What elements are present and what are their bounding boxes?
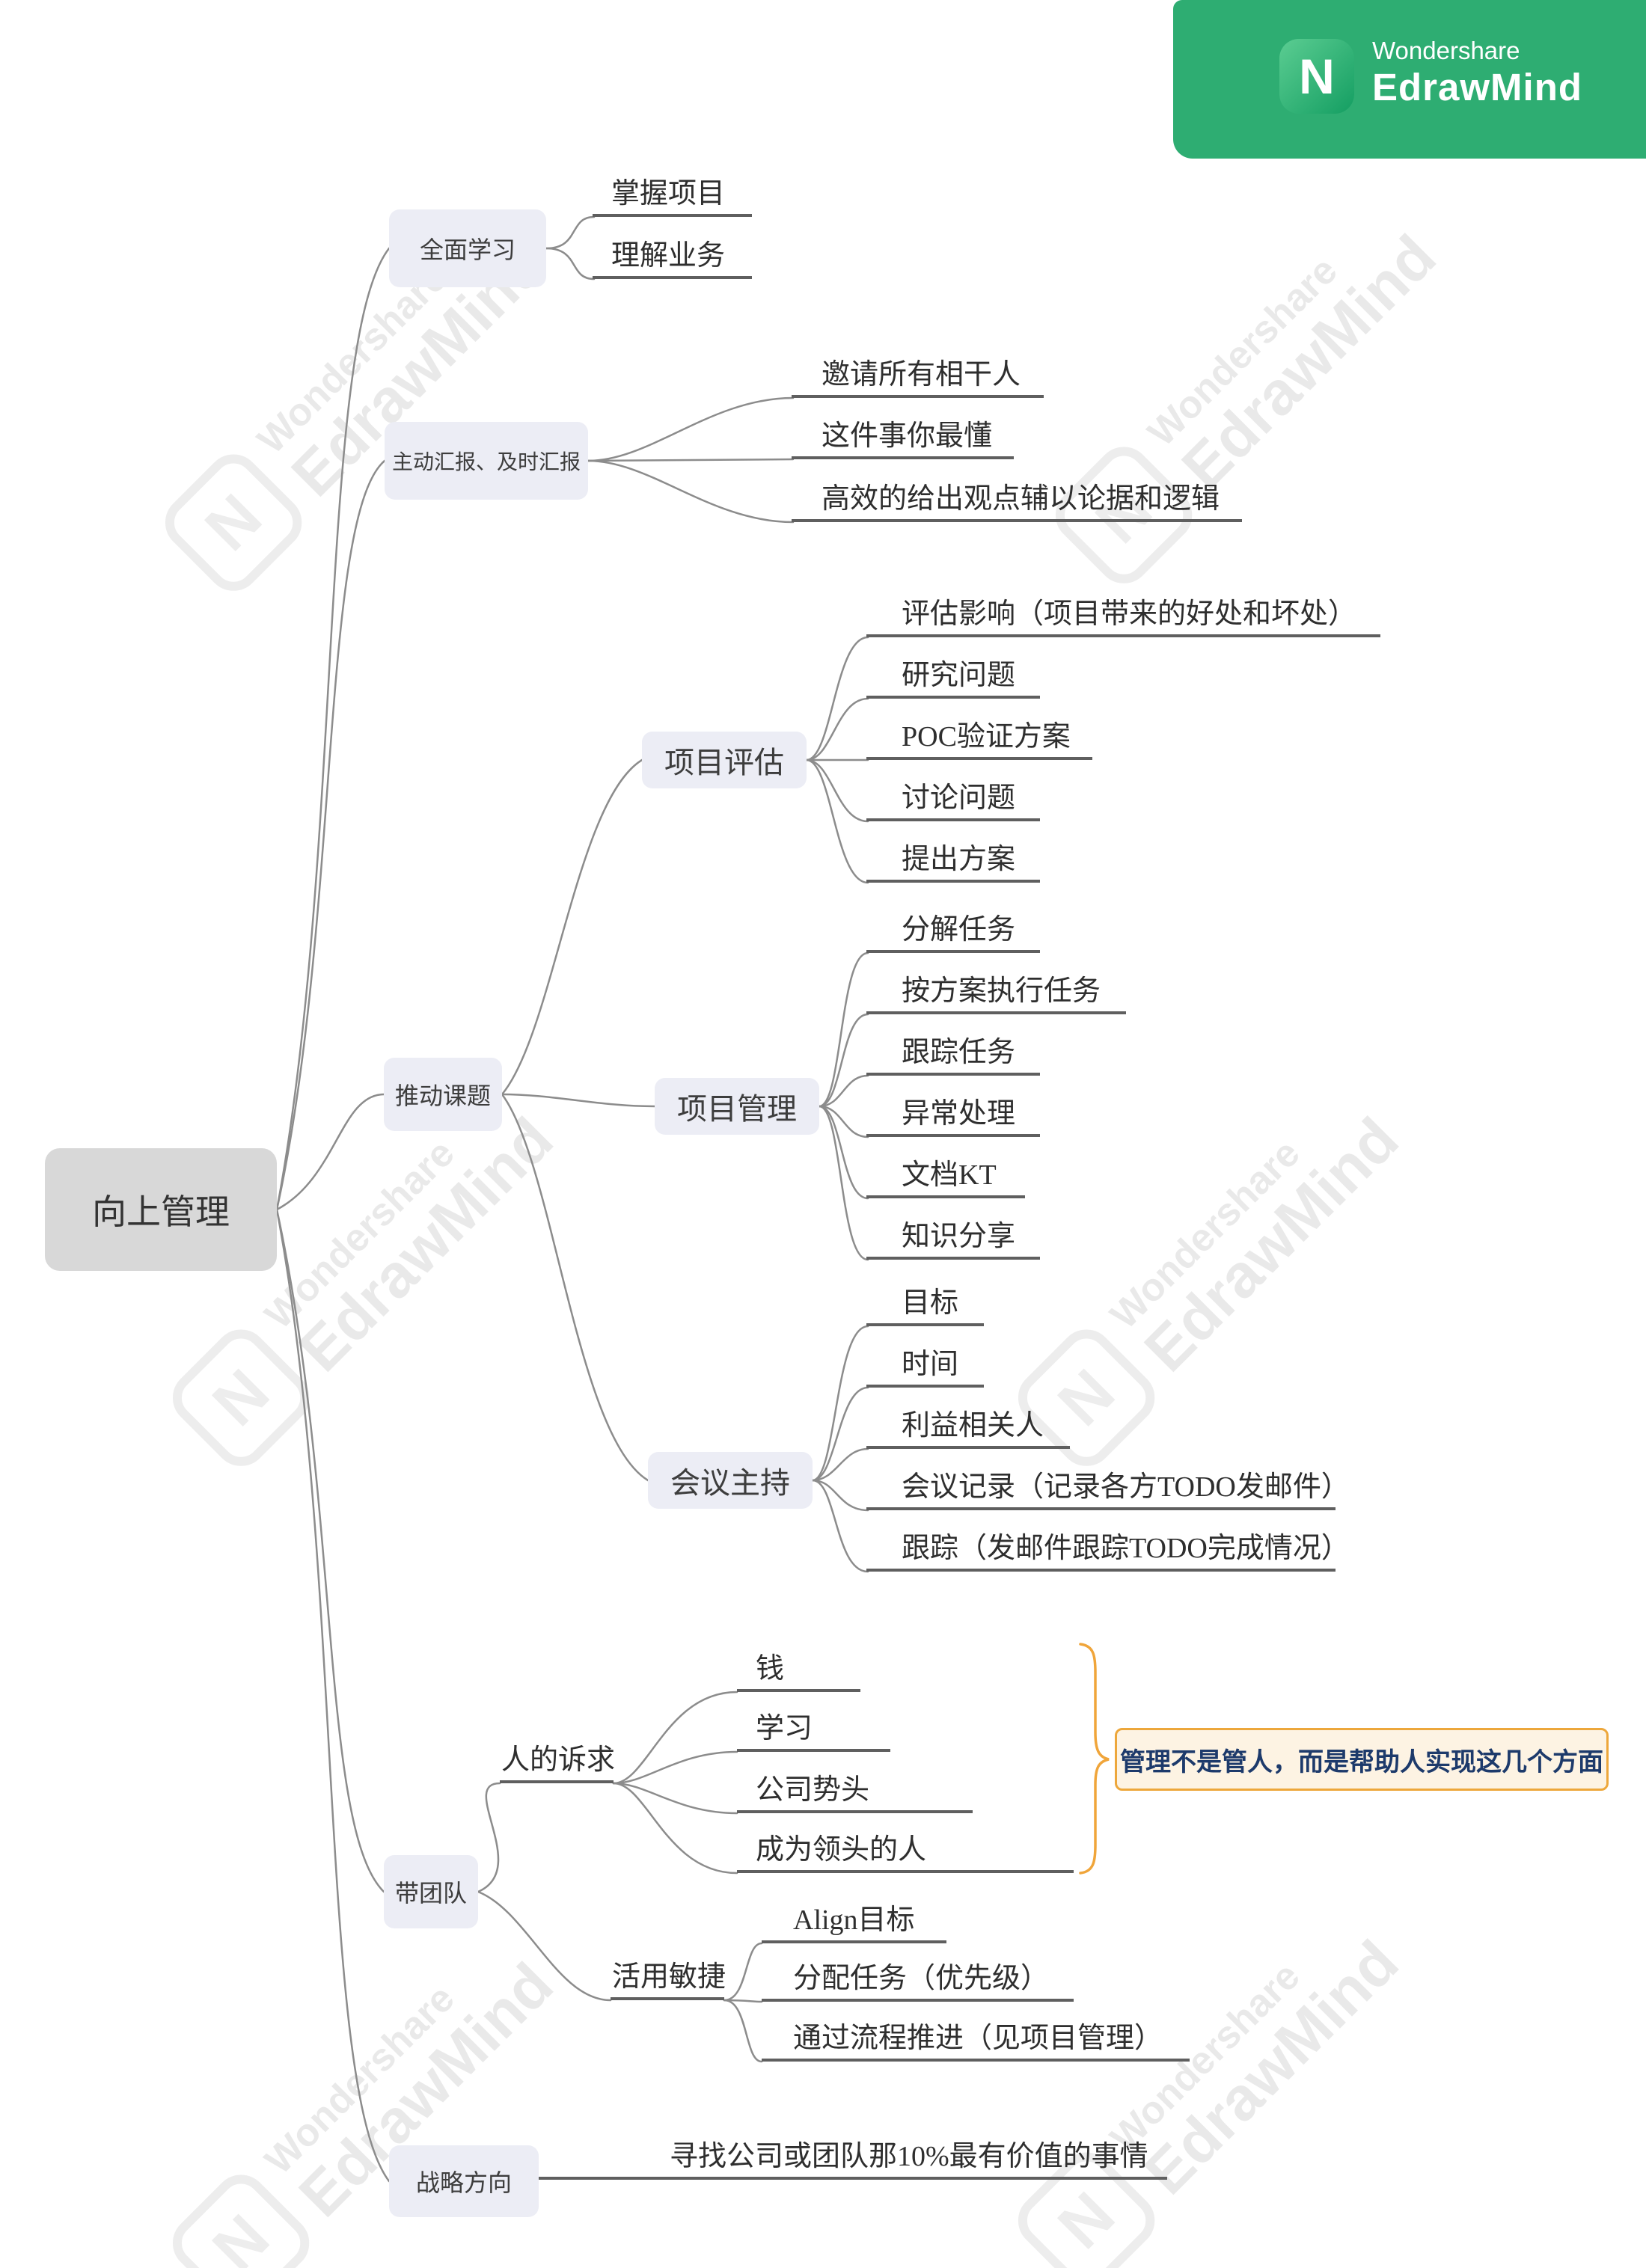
leaf-goal[interactable]: 目标	[866, 1284, 984, 1326]
leaf-company-momentum[interactable]: 公司势头	[737, 1771, 973, 1813]
summary-note[interactable]: 管理不是管人，而是帮助人实现这几个方面	[1115, 1728, 1609, 1791]
edrawmind-logo-icon: N	[1279, 39, 1354, 114]
leaf-research-problem[interactable]: 研究问题	[866, 657, 1040, 699]
topic-project-evaluation[interactable]: 项目评估	[642, 732, 807, 788]
leaf-poc-verify[interactable]: POC验证方案	[866, 718, 1092, 760]
topic-drive-projects[interactable]: 推动课题	[384, 1058, 502, 1131]
leaf-follow-up-todo[interactable]: 跟踪（发邮件跟踪TODO完成情况）	[866, 1530, 1350, 1572]
leaf-find-top-value-work[interactable]: 寻找公司或团队那10%最有价值的事情	[539, 2138, 1167, 2180]
leaf-execute-by-plan[interactable]: 按方案执行任务	[866, 972, 1126, 1014]
leaf-meeting-notes[interactable]: 会议记录（记录各方TODO发邮件）	[866, 1468, 1350, 1510]
leaf-assign-tasks[interactable]: 分配任务（优先级）	[762, 1960, 1074, 2002]
topic-strategic-direction[interactable]: 战略方向	[389, 2145, 539, 2217]
leaf-invite-stakeholders[interactable]: 邀请所有相干人	[792, 356, 1044, 398]
edrawmind-banner: N Wondershare EdrawMind	[1173, 0, 1646, 159]
leaf-efficient-opinions[interactable]: 高效的给出观点辅以论据和逻辑	[792, 480, 1242, 522]
topic-people-needs[interactable]: 人的诉求	[500, 1741, 615, 1783]
topic-lead-team[interactable]: 带团队	[384, 1855, 478, 1928]
topic-comprehensive-learning[interactable]: 全面学习	[389, 209, 546, 287]
leaf-decompose-tasks[interactable]: 分解任务	[866, 911, 1040, 953]
leaf-propose-solution[interactable]: 提出方案	[866, 841, 1040, 883]
leaf-doc-kt[interactable]: 文档KT	[866, 1156, 1025, 1198]
leaf-stakeholders[interactable]: 利益相关人	[866, 1407, 1070, 1449]
topic-meeting-host[interactable]: 会议主持	[648, 1452, 813, 1509]
leaf-become-leader[interactable]: 成为领头的人	[737, 1831, 1074, 1873]
topic-project-management[interactable]: 项目管理	[655, 1078, 819, 1135]
leaf-learning[interactable]: 学习	[737, 1710, 890, 1752]
summary-brace	[1079, 1643, 1110, 1875]
brand-name: Wondershare EdrawMind	[1372, 36, 1582, 109]
leaf-exception-handling[interactable]: 异常处理	[866, 1095, 1040, 1137]
leaf-you-know-best[interactable]: 这件事你最懂	[792, 417, 1014, 459]
leaf-discuss-problem[interactable]: 讨论问题	[866, 779, 1040, 821]
leaf-master-project[interactable]: 掌握项目	[593, 175, 752, 217]
leaf-advance-by-process[interactable]: 通过流程推进（见项目管理）	[762, 2020, 1190, 2062]
topic-root[interactable]: 向上管理	[45, 1148, 277, 1271]
leaf-knowledge-sharing[interactable]: 知识分享	[866, 1218, 1040, 1260]
leaf-evaluate-impact[interactable]: 评估影响（项目带来的好处和坏处）	[866, 595, 1380, 637]
topic-use-agile[interactable]: 活用敏捷	[611, 1958, 726, 2000]
leaf-align-goals[interactable]: Align目标	[762, 1901, 946, 1943]
leaf-understand-business[interactable]: 理解业务	[593, 237, 752, 279]
brand-wondershare: Wondershare	[1372, 37, 1520, 64]
leaf-track-tasks[interactable]: 跟踪任务	[866, 1034, 1040, 1076]
leaf-money[interactable]: 钱	[737, 1650, 860, 1692]
leaf-time[interactable]: 时间	[866, 1346, 984, 1388]
topic-proactive-reporting[interactable]: 主动汇报、及时汇报	[385, 422, 588, 500]
brand-edrawmind: EdrawMind	[1372, 66, 1583, 108]
